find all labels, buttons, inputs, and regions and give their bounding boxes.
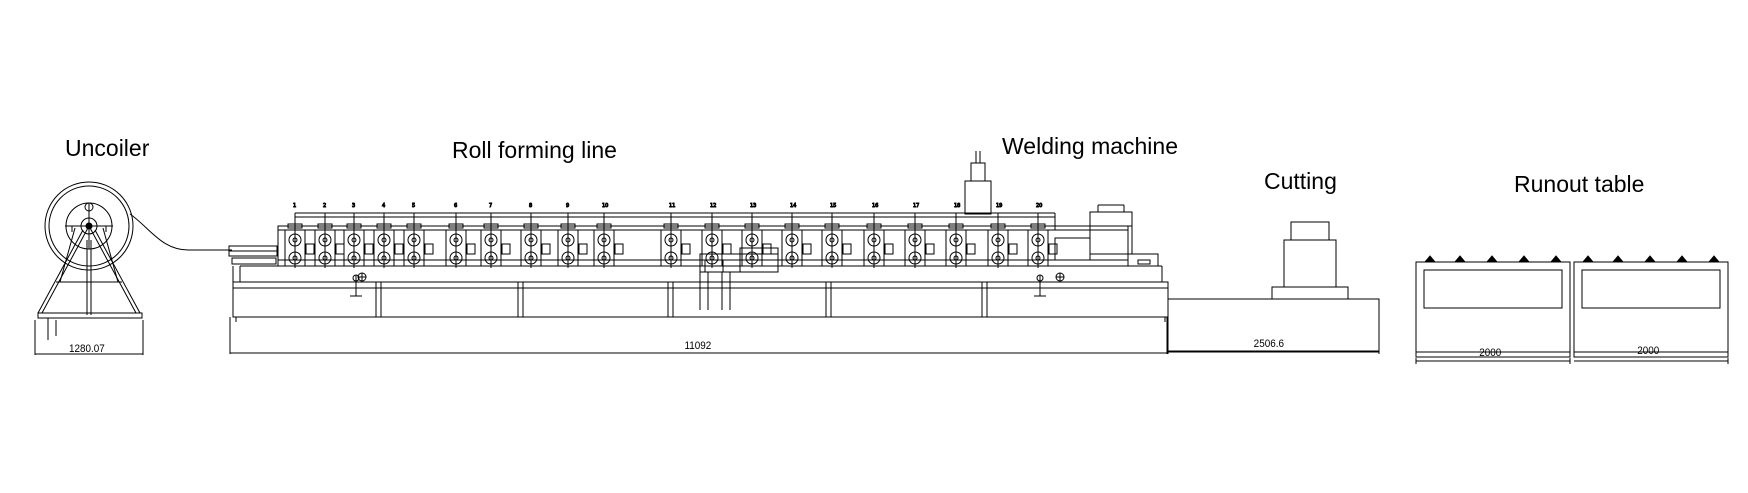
- runout-roller: [1675, 255, 1689, 263]
- stand-number: 19: [996, 203, 1002, 209]
- runout-roller: [1423, 255, 1437, 263]
- runout-rollers: [1423, 255, 1721, 263]
- uncoiler-label: Uncoiler: [65, 135, 150, 161]
- runout-table-drawing: [1415, 261, 1729, 364]
- cutting-label: Cutting: [1264, 168, 1337, 194]
- stand-number: 12: [710, 203, 716, 209]
- welding-machine-drawing: [964, 151, 1159, 267]
- roll-stand: 17: [904, 203, 935, 268]
- roll-stand: 15: [821, 203, 852, 268]
- stand-number: 18: [954, 203, 960, 209]
- stand-number: 8: [529, 203, 532, 209]
- stand-number: 1: [293, 203, 296, 209]
- runout-roller: [1643, 255, 1657, 263]
- stand-number: 7: [489, 203, 492, 209]
- roll-stand: 9: [557, 203, 588, 268]
- stand-number: 4: [382, 203, 385, 209]
- stand-number: 15: [830, 203, 836, 209]
- welding-machine-label: Welding machine: [1002, 133, 1179, 159]
- runout-table-label: Runout table: [1514, 171, 1645, 197]
- runout-table-2-length: 2000: [1637, 345, 1660, 357]
- stand-number: 10: [602, 203, 608, 209]
- roll-stand: 19: [987, 203, 1018, 268]
- cutting-length-dimension: 2506.6: [1253, 338, 1284, 350]
- roll-stand: 10: [593, 203, 624, 268]
- stand-number: 9: [566, 203, 569, 209]
- roll-forming-line-label: Roll forming line: [452, 137, 617, 163]
- stand-number: 2: [323, 203, 326, 209]
- runout-roller: [1707, 255, 1721, 263]
- runout-roller: [1611, 255, 1625, 263]
- roll-stand: 5: [403, 203, 434, 268]
- roll-stand: 2: [314, 203, 345, 268]
- runout-table-1-length: 2000: [1479, 347, 1502, 359]
- roll-stand: 16: [863, 203, 894, 268]
- roll-stand: 13: [741, 203, 772, 268]
- roll-stand: 14: [781, 203, 812, 268]
- roll-stand: 12: [701, 203, 732, 268]
- runout-roller: [1549, 255, 1563, 263]
- stand-number: 11: [669, 203, 675, 209]
- stand-number: 5: [412, 203, 415, 209]
- runout-roller: [1517, 255, 1531, 263]
- stand-number: 3: [352, 203, 355, 209]
- stand-number: 16: [872, 203, 878, 209]
- roll-stand: 3: [343, 203, 374, 268]
- runout-roller: [1581, 255, 1595, 263]
- stand-number: 13: [750, 203, 756, 209]
- roll-stand: 4: [373, 203, 404, 268]
- roll-stand: 20: [1027, 203, 1058, 268]
- roll-stand: 7: [480, 203, 511, 268]
- roll-stand: 1: [284, 203, 315, 268]
- stand-number: 17: [913, 203, 919, 209]
- stand-number: 20: [1036, 203, 1042, 209]
- roll-stand: 6: [445, 203, 476, 268]
- roll-forming-line-drawing: [228, 212, 1169, 354]
- stand-number: 6: [454, 203, 457, 209]
- uncoiler-drawing: [34, 181, 232, 355]
- roll-stand: 8: [520, 203, 551, 268]
- cutting-drawing: [1167, 221, 1380, 354]
- roll-stand: 11: [660, 203, 691, 268]
- runout-roller: [1453, 255, 1467, 263]
- uncoiler-width-dimension: 1280.07: [68, 343, 105, 355]
- line-length-dimension: 11092: [684, 340, 712, 352]
- runout-roller: [1485, 255, 1499, 263]
- stand-number: 14: [790, 203, 796, 209]
- roll-stand: 18: [945, 203, 976, 268]
